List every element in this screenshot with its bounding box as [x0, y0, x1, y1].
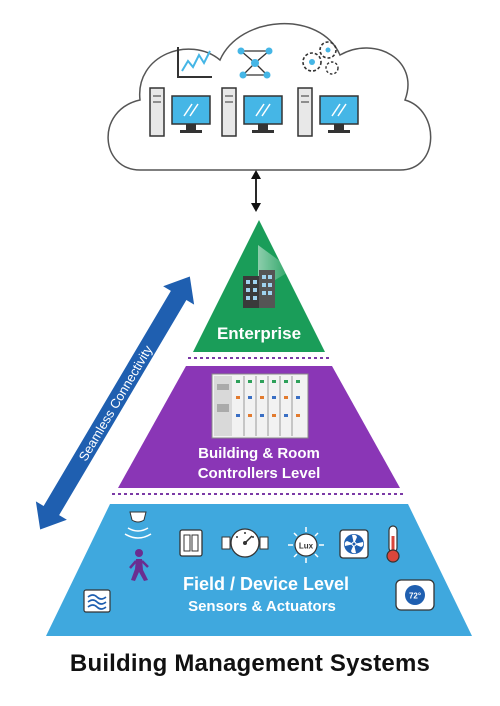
controller-panel-icon [211, 373, 309, 439]
workstation-icon [149, 87, 211, 137]
diagram-title: Building Management Systems [69, 650, 431, 677]
field-label-line1: Field / Device Level [183, 574, 349, 594]
airflow-icon [83, 589, 111, 613]
workstation-icon [221, 87, 283, 137]
network-nodes-icon [237, 47, 273, 79]
enterprise-label: Enterprise [217, 324, 301, 343]
flow-meter-icon [221, 528, 269, 558]
lux-label: Lux [299, 542, 314, 551]
walking-person-icon [129, 549, 149, 581]
cloud-link-arrow [251, 170, 261, 212]
thermostat-icon: 72° [395, 579, 435, 611]
field-label-line2: Sensors & Actuators [188, 598, 336, 615]
gears-icon [302, 41, 339, 75]
fan-icon [339, 529, 369, 559]
controllers-label-line2: Controllers Level [198, 465, 321, 482]
thermostat-label: 72° [409, 592, 421, 601]
lux-sensor-icon: Lux [288, 527, 324, 563]
workstation-icon [297, 87, 359, 137]
field-tier: Lux [46, 504, 472, 636]
analytics-chart-icon [177, 47, 212, 78]
office-building-icon [243, 270, 275, 308]
thermometer-icon [386, 525, 400, 563]
enterprise-tier: Enterprise [193, 220, 325, 352]
wall-switch-icon [179, 529, 203, 557]
controllers-tier: Building & Room Controllers Level [118, 366, 400, 488]
motion-sensor-icon [124, 511, 152, 539]
controllers-label-line1: Building & Room [198, 445, 320, 462]
